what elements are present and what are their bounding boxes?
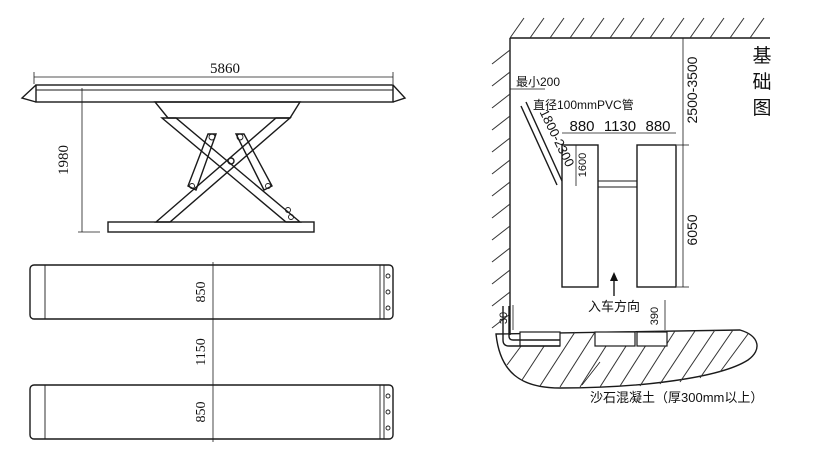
entry-direction-label: 入车方向: [588, 299, 640, 314]
pvc-pipe-label: 直径100mmPVC管: [533, 97, 634, 112]
overall-length-label: 5860: [210, 61, 240, 77]
pit-right: [636, 144, 677, 288]
lift-side-view: 5860 1980: [20, 61, 407, 233]
pit-length-label: 6050: [684, 214, 700, 245]
base-frame: [107, 221, 315, 233]
width-label-center: 1130: [604, 118, 636, 135]
concrete-leader-line: [581, 361, 601, 386]
title-char-2: 础: [752, 71, 771, 93]
cylinder-pin-left: [208, 133, 216, 141]
pit-left: [561, 144, 599, 288]
cylinder-pin-lower-right: [265, 183, 271, 189]
base-roller-b: [288, 214, 294, 220]
pipe-elbow-outer: [502, 306, 560, 347]
runway-top: [29, 264, 394, 320]
title-char-3: 图: [752, 98, 771, 119]
concrete-slab: [495, 329, 758, 389]
scissor-pivot: [227, 157, 235, 165]
runway-bottom: [29, 384, 394, 440]
platform-height-label: 1980: [56, 145, 72, 175]
upper-frame: [153, 101, 302, 119]
runway-bottom-bolt-1: [385, 393, 391, 399]
runway-width-bottom-label: 850: [194, 402, 209, 423]
runway-width-top-label: 850: [194, 282, 209, 303]
cylinder-pin-lower-left: [189, 183, 195, 189]
platform-deck: [35, 84, 394, 103]
runway-bottom-bolt-3: [385, 425, 391, 431]
base-roller-a: [285, 207, 291, 213]
edge-offset-label: 30: [498, 312, 510, 324]
runway-top-bolt-3: [385, 305, 391, 311]
min-clearance-label: 最小200: [516, 75, 560, 89]
wall-hatching: [491, 49, 511, 329]
cylinder-pin-right: [236, 133, 244, 141]
runway-top-bolt-1: [385, 273, 391, 279]
slab-pit-center: [594, 331, 636, 347]
pipe-line-a: [520, 105, 558, 186]
pipe-line-b: [525, 101, 563, 182]
hydraulic-cylinder-right: [234, 133, 273, 191]
platform-ramp-left: [20, 84, 37, 103]
ceiling-hatching: [509, 17, 765, 39]
platform-ramp-right: [392, 84, 407, 103]
width-label-left: 880: [569, 118, 594, 135]
entry-arrow-icon: [610, 272, 618, 281]
pit-inner-width-label: 1600: [577, 153, 589, 177]
concrete-note-label: 沙石混凝土（厚300mm以上）: [590, 390, 763, 405]
pit-depth-label: 390: [649, 307, 661, 325]
ceiling-height-label: 2500-3500: [684, 56, 700, 123]
width-label-right: 880: [645, 118, 670, 135]
slab-pit-right: [636, 331, 668, 347]
title-char-1: 基: [752, 45, 771, 67]
runway-top-bolt-2: [385, 289, 391, 295]
slab-pit-left: [519, 331, 561, 347]
pipe-elbow-inner: [508, 306, 560, 341]
runway-bottom-bolt-2: [385, 409, 391, 415]
lift-top-view: 850 1150 850: [29, 262, 394, 442]
foundation-plan: 基 础 图 2500-3500 最小200 直径100mmPVC管 1800-2…: [491, 17, 772, 405]
gap-width-label: 1150: [194, 338, 209, 365]
